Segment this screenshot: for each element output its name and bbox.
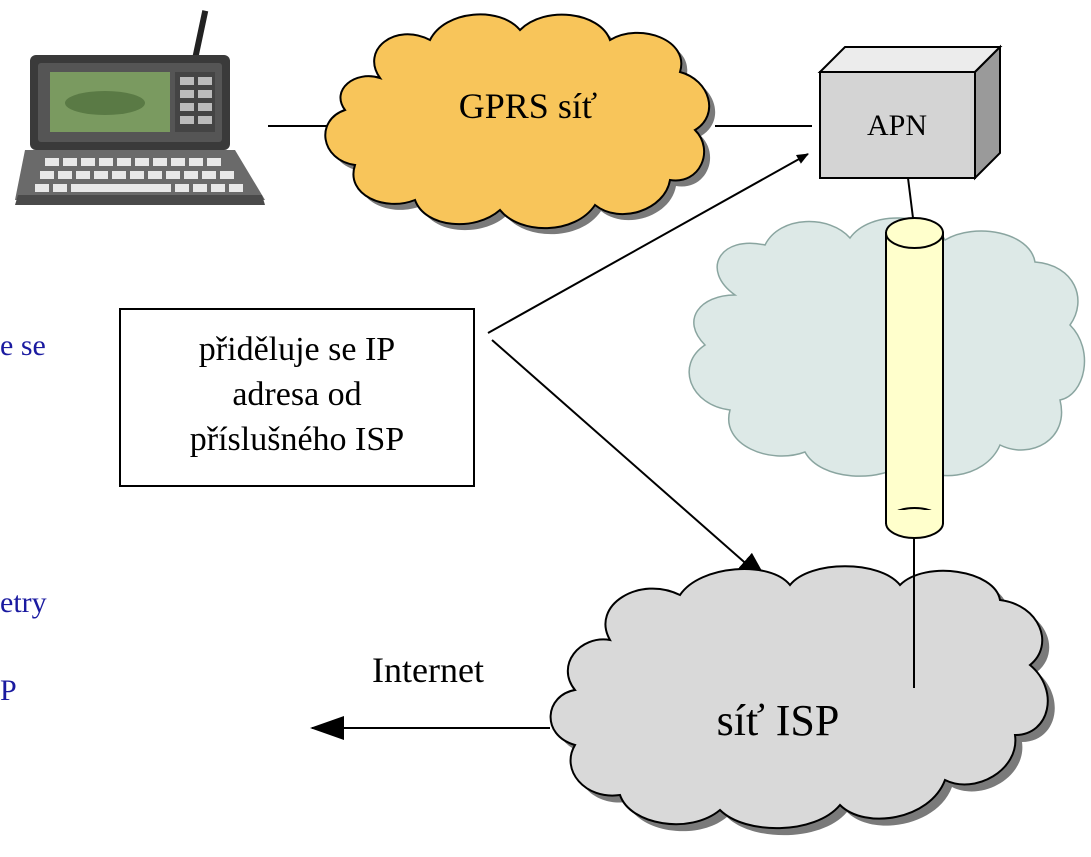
link-apn-tunnel — [907, 177, 914, 219]
fragment-text-3: P — [0, 674, 17, 707]
fragment-text-2: etry — [0, 586, 47, 619]
callout-line-3: příslušného ISP — [189, 421, 405, 458]
callout-line-1: přiděluje se IP — [198, 331, 396, 368]
arrow-callout-to-apn — [487, 153, 809, 334]
callout-line-2: adresa od — [232, 376, 362, 413]
communicator-phone-icon — [15, 10, 265, 205]
gprs-cloud: GPRS síť — [324, 13, 716, 235]
arrow-callout-to-isp — [491, 339, 770, 585]
isp-cloud: síť ISP — [549, 565, 1055, 836]
ip-assignment-callout — [119, 308, 475, 487]
server-box-icon: APN — [817, 44, 1003, 181]
gprs-network-label: GPRS síť — [459, 86, 597, 126]
tunnel-cylinder-icon — [885, 217, 944, 539]
apn-label: APN — [867, 109, 927, 142]
fragment-text-1: e se — [0, 329, 46, 362]
internet-label: Internet — [372, 650, 484, 690]
isp-network-label: síť ISP — [717, 696, 840, 745]
callout-text: přiděluje se IP adresa od příslušného IS… — [122, 327, 472, 462]
